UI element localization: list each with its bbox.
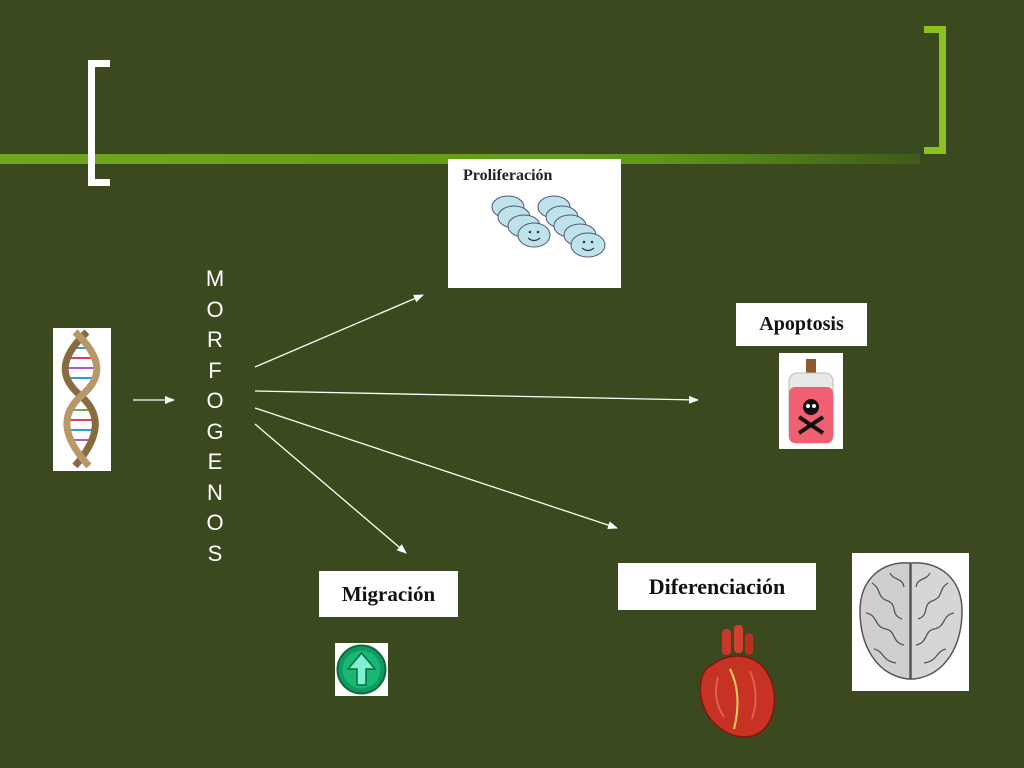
letter: F	[208, 357, 222, 383]
migracion-label: Migración	[341, 581, 436, 606]
letter: O	[206, 296, 224, 322]
apoptosis-label: Apoptosis	[759, 313, 844, 335]
morfogenos-vertical-label: M O R F O G E N O S	[203, 264, 227, 569]
heart-icon	[699, 625, 776, 738]
proliferacion-panel: Proliferación	[448, 159, 621, 288]
dna-helix-icon	[61, 329, 101, 469]
diferenciacion-label-box: Diferenciación	[618, 563, 816, 610]
left-bracket	[88, 60, 110, 186]
letter: G	[206, 418, 224, 444]
arrow-to-proliferacion	[254, 294, 424, 368]
brain-image	[852, 553, 969, 691]
apoptosis-label-box: Apoptosis	[736, 303, 867, 346]
up-arrow-image	[335, 643, 388, 696]
poison-bottle-icon	[788, 359, 834, 444]
smiling-cells-icon	[491, 195, 606, 258]
letter: E	[207, 449, 223, 474]
migracion-label-box: Migración	[319, 571, 458, 617]
letter: R	[207, 327, 223, 352]
letter: O	[206, 388, 224, 413]
arrow-to-diferenciacion	[254, 407, 618, 529]
dna-helix-image	[53, 328, 111, 471]
poison-bottle-image	[779, 353, 843, 449]
letter: N	[207, 479, 223, 505]
arrow-to-apoptosis	[254, 390, 699, 404]
brain-icon	[859, 562, 963, 680]
letter: M	[205, 266, 225, 291]
arrow-to-migracion	[254, 423, 407, 554]
green-up-arrow-icon	[336, 644, 387, 695]
diferenciacion-label: Diferenciación	[648, 573, 786, 599]
letter: S	[207, 540, 223, 566]
letter: O	[206, 510, 224, 535]
right-bracket	[924, 26, 946, 154]
proliferacion-label: Proliferación	[463, 167, 553, 184]
